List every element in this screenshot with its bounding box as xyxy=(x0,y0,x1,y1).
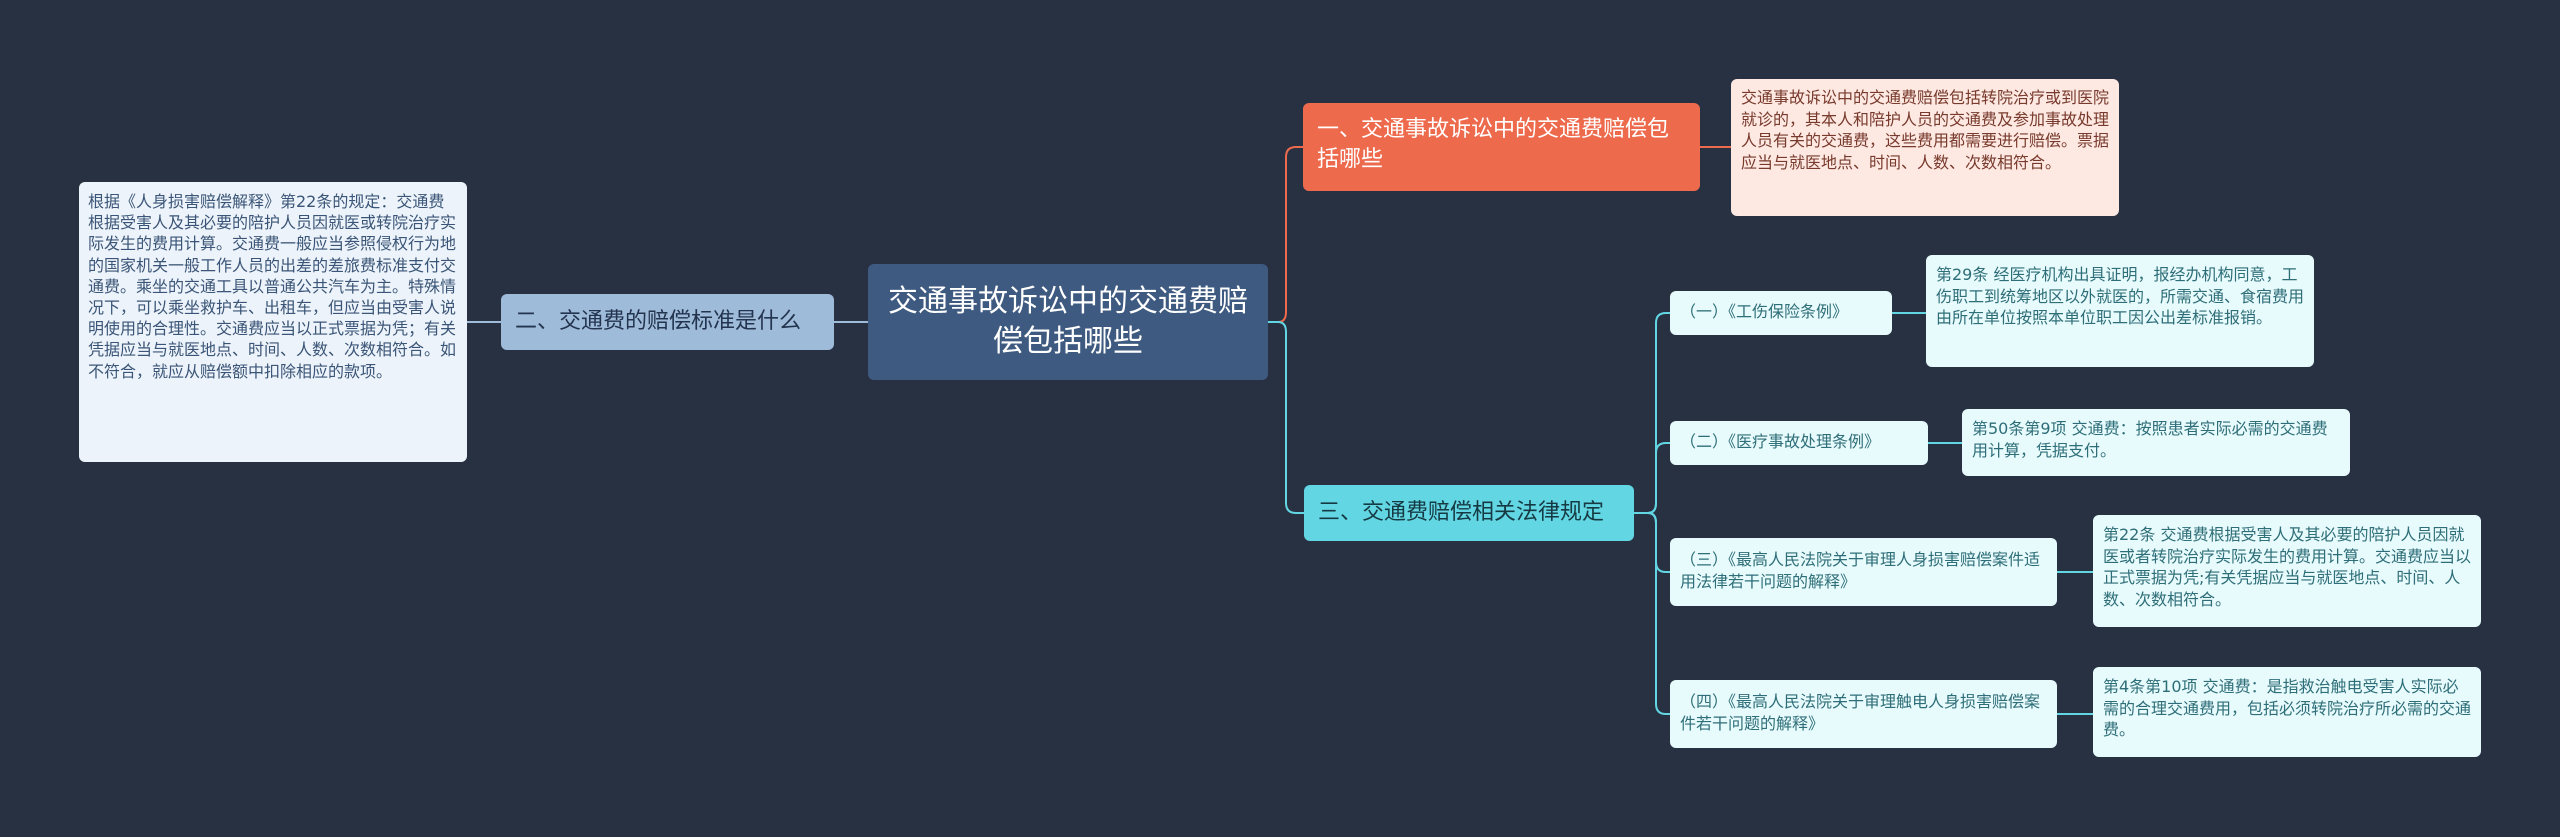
law-item-detail: 第50条第9项 交通费：按照患者实际必需的交通费用计算，凭据支付。 xyxy=(1962,409,2350,476)
law-item-label: （三）《最高人民法院关于审理人身损害赔偿案件适用法律若干问题的解释》 xyxy=(1680,550,2041,591)
branch-compensation-standard[interactable]: 二、交通费的赔偿标准是什么 xyxy=(501,294,834,350)
detail-text: 根据《人身损害赔偿解释》第22条的规定：交通费根据受害人及其必要的陪护人员因就医… xyxy=(88,192,457,381)
law-item-label: （四）《最高人民法院关于审理触电人身损害赔偿案件若干问题的解释》 xyxy=(1680,692,2041,733)
law-item-detail: 第29条 经医疗机构出具证明，报经办机构同意，工伤职工到统筹地区以外就医的，所需… xyxy=(1926,255,2314,367)
branch-detail-scope: 交通事故诉讼中的交通费赔偿包括转院治疗或到医院就诊的，其本人和陪护人员的交通费及… xyxy=(1731,79,2119,216)
detail-text: 第22条 交通费根据受害人及其必要的陪护人员因就医或者转院治疗实际发生的费用计算… xyxy=(2103,525,2472,609)
branch-label: 二、交通费的赔偿标准是什么 xyxy=(515,309,802,334)
law-item-label: （二）《医疗事故处理条例》 xyxy=(1680,432,1881,451)
branch-label: 一、交通事故诉讼中的交通费赔偿包括哪些 xyxy=(1317,117,1670,172)
branch-transport-compensation-scope[interactable]: 一、交通事故诉讼中的交通费赔偿包括哪些 xyxy=(1303,103,1700,191)
branch-detail-standard: 根据《人身损害赔偿解释》第22条的规定：交通费根据受害人及其必要的陪护人员因就医… xyxy=(79,182,467,462)
law-item-detail: 第4条第10项 交通费：是指救治触电受害人实际必需的合理交通费用，包括必须转院治… xyxy=(2093,667,2481,757)
branch-legal-provisions[interactable]: 三、交通费赔偿相关法律规定 xyxy=(1304,485,1634,541)
branch-label: 三、交通费赔偿相关法律规定 xyxy=(1318,500,1605,525)
detail-text: 第4条第10项 交通费：是指救治触电受害人实际必需的合理交通费用，包括必须转院治… xyxy=(2103,677,2472,739)
detail-text: 交通事故诉讼中的交通费赔偿包括转院治疗或到医院就诊的，其本人和陪护人员的交通费及… xyxy=(1741,88,2110,172)
law-item-electric-shock-interpretation[interactable]: （四）《最高人民法院关于审理触电人身损害赔偿案件若干问题的解释》 xyxy=(1670,680,2057,748)
law-item-personal-injury-interpretation[interactable]: （三）《最高人民法院关于审理人身损害赔偿案件适用法律若干问题的解释》 xyxy=(1670,538,2057,606)
detail-text: 第50条第9项 交通费：按照患者实际必需的交通费用计算，凭据支付。 xyxy=(1972,419,2328,460)
root-topic[interactable]: 交通事故诉讼中的交通费赔偿包括哪些 xyxy=(868,264,1268,380)
law-item-detail: 第22条 交通费根据受害人及其必要的陪护人员因就医或者转院治疗实际发生的费用计算… xyxy=(2093,515,2481,627)
law-item-work-injury-insurance[interactable]: （一）《工伤保险条例》 xyxy=(1670,291,1892,335)
law-item-medical-accident[interactable]: （二）《医疗事故处理条例》 xyxy=(1670,421,1928,465)
root-topic-label: 交通事故诉讼中的交通费赔偿包括哪些 xyxy=(888,284,1248,359)
law-item-label: （一）《工伤保险条例》 xyxy=(1680,302,1849,321)
detail-text: 第29条 经医疗机构出具证明，报经办机构同意，工伤职工到统筹地区以外就医的，所需… xyxy=(1936,265,2305,327)
